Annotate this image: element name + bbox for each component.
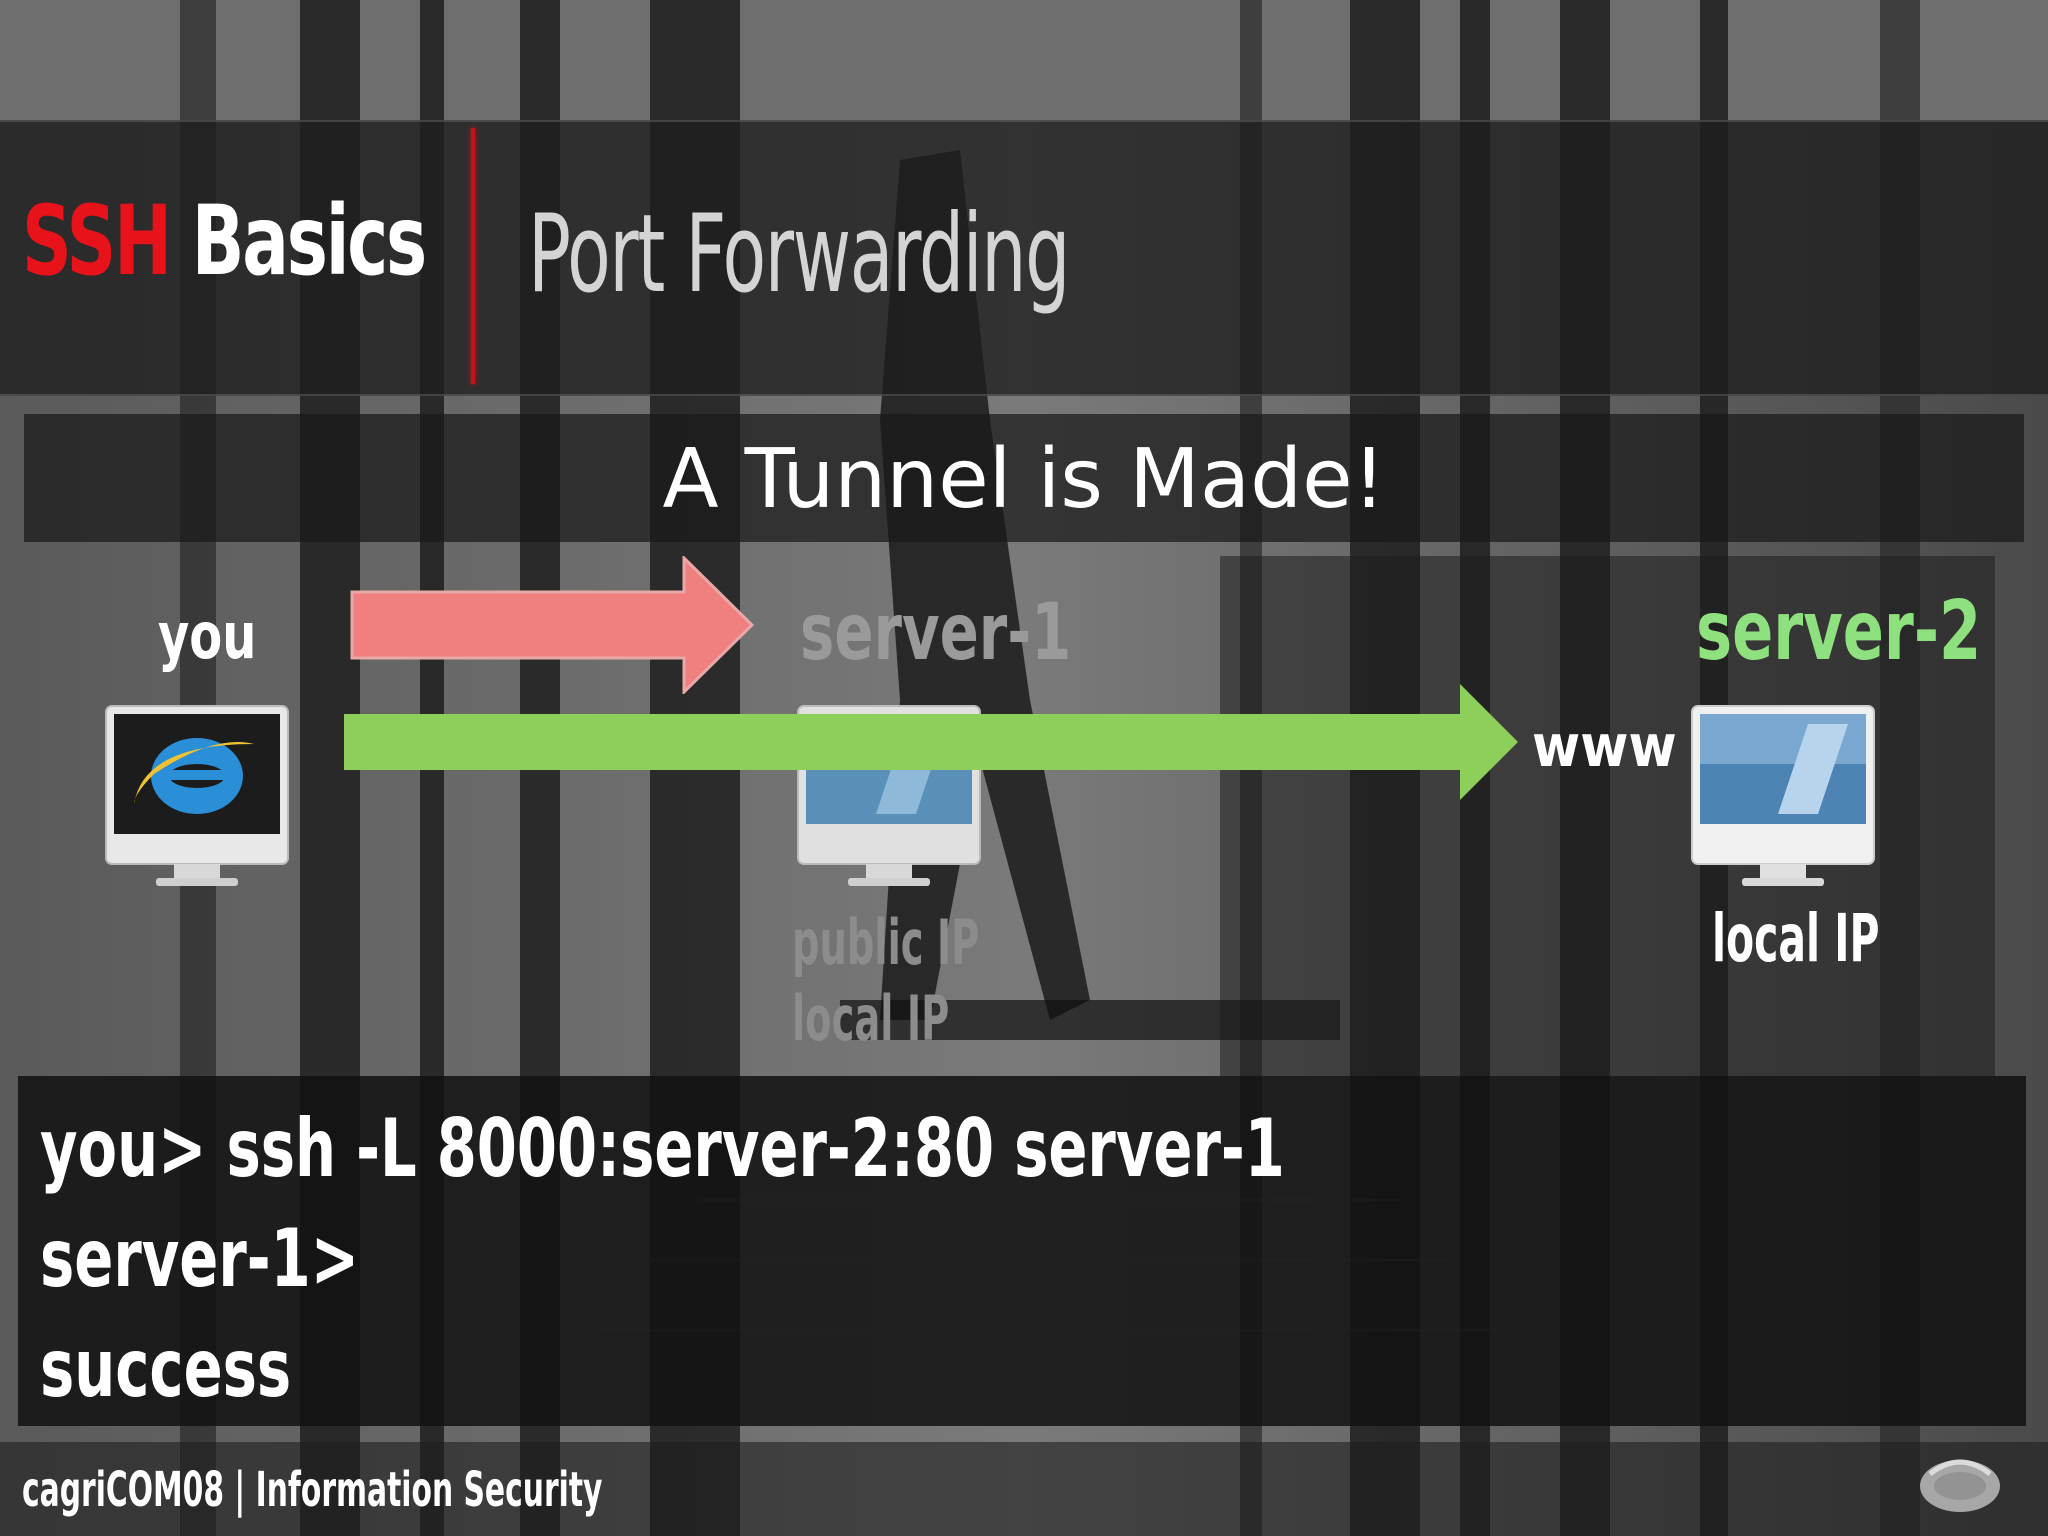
server1-local-ip-label: local IP [792,982,950,1055]
www-label: www [1532,712,1677,780]
slide-subtitle: Port Forwarding [528,192,1070,317]
server2-monitor-icon [1691,705,1875,886]
terminal-line-2: server-1> [40,1212,360,1305]
green-arrow [344,684,1518,800]
title-basics: Basics [191,185,427,297]
heading-band [24,414,2024,542]
logo-icon [1920,1459,2000,1512]
slide-title: SSH Basics [22,185,427,297]
terminal-line-1: you> ssh -L 8000:server-2:80 server-1 [40,1102,1285,1195]
server2-label: server-2 [1696,584,1982,679]
you-label: you [158,600,257,674]
footer-text: cagriCOM08 | Information Security [22,1462,603,1518]
slide-heading: A Tunnel is Made! [662,432,1386,527]
terminal-panel [18,1076,2026,1426]
server1-label: server-1 [800,588,1072,678]
internet-explorer-monitor-icon [105,705,289,886]
server2-local-ip-label: local IP [1712,900,1880,977]
pink-arrow [350,556,755,694]
title-band [0,120,2048,396]
terminal-line-3: success [40,1322,292,1415]
title-divider [471,128,475,384]
footer-band [0,1442,2048,1536]
server1-public-ip-label: public IP [792,906,980,979]
title-ssh: SSH [22,185,172,297]
